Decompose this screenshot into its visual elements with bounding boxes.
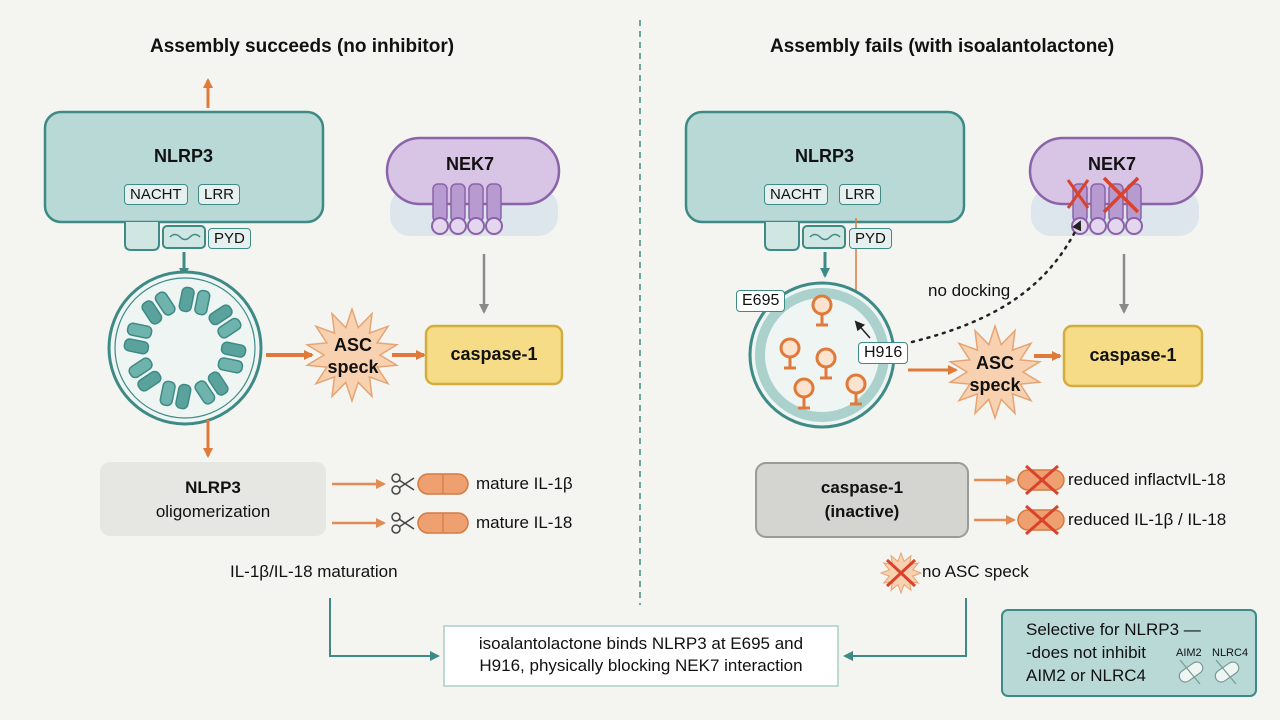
right-reduced2-label: reduced IL-1β / IL-18 — [1068, 510, 1227, 529]
left-ring-subunits — [123, 286, 247, 410]
ring-subunit — [123, 322, 153, 355]
nek7-leg — [486, 183, 502, 223]
right-nlrp3-box — [684, 110, 966, 224]
summary-line2: H916, physically blocking NEK7 interacti… — [479, 656, 803, 675]
summary-line1: isoalantolactone binds NLRP3 at E695 and — [478, 634, 804, 653]
ring-subunit — [208, 304, 242, 339]
left-asc-speck-starburst — [304, 306, 400, 404]
right-inactive-line1: caspase-1 — [820, 478, 904, 497]
selective-line1: Selective for NLRP3 — — [1026, 620, 1201, 639]
right-inactive-caspase-label: caspase-1 (inactive) — [756, 476, 968, 524]
left-caspase-label: caspase-1 — [450, 344, 538, 364]
left-nlrp3-box — [43, 110, 325, 224]
left-panel-title: Assembly succeeds (no inhibitor) — [150, 36, 455, 57]
right-nacht-chip: NACHT — [764, 184, 828, 205]
right-central-peg — [802, 225, 846, 249]
right-caspase-box — [1062, 324, 1204, 388]
nek7-leg — [1090, 183, 1106, 223]
right-no-asc-label: no ASC speck — [922, 562, 1029, 581]
left-nacht-peg — [124, 222, 160, 251]
left-lrr-chip: LRR — [198, 184, 241, 205]
left-asc-line2: speck — [327, 357, 379, 377]
right-lrr-chip: LRR — [839, 184, 882, 205]
ring-subunit — [159, 380, 192, 410]
left-oligo-line1: NLRP3 — [185, 478, 241, 497]
ligand-molecule — [793, 377, 815, 410]
ring-subunit — [128, 357, 162, 392]
ligand-molecule — [845, 373, 867, 406]
right-panel-title: Assembly fails (with isoalantolactone) — [770, 36, 1115, 57]
left-nek7-legs — [431, 183, 503, 235]
ring-subunit — [141, 291, 176, 325]
left-asc-line1: ASC — [333, 335, 372, 355]
left-pyd-chip: PYD — [208, 228, 251, 249]
right-nacht-peg — [764, 222, 800, 251]
nek7-bead — [485, 217, 503, 235]
left-product2-label: mature IL-18 — [476, 513, 573, 532]
left-caspase-box — [424, 324, 564, 386]
ligand-molecule — [779, 337, 801, 370]
right-reduced-crosses — [1025, 464, 1059, 536]
right-isoalantolactone-molecules — [779, 294, 867, 410]
nek7-bead — [1071, 217, 1089, 235]
right-nek7-block-crosses — [1066, 176, 1140, 214]
left-scissors-icons — [391, 473, 415, 534]
left-oligomerization-box — [100, 462, 326, 536]
right-e695-tag: E695 — [736, 290, 786, 312]
right-asc-speck-label: ASC speck — [960, 352, 1030, 396]
nek7-bead — [1107, 217, 1125, 235]
selective-line2: -does not inhibit — [1026, 643, 1147, 662]
ligand-molecule — [815, 347, 837, 380]
ring-subunit — [194, 371, 229, 405]
right-asc-line1: ASC — [975, 353, 1014, 373]
right-caspase-label: caspase-1 — [1089, 345, 1177, 365]
right-asc-speck-starburst — [947, 323, 1043, 421]
nek7-bead — [1089, 217, 1107, 235]
right-pyd-chip: PYD — [849, 228, 892, 249]
nlrc4-label: NLRC4 — [1212, 647, 1249, 659]
nek7-leg — [468, 183, 484, 223]
right-h916-tag: H916 — [858, 342, 909, 364]
summary-text: isoalantolactone binds NLRP3 at E695 and… — [444, 633, 838, 677]
scissors-icon — [391, 473, 415, 495]
right-nek7-label: NEK7 — [1088, 154, 1137, 174]
right-no-docking-label: no docking — [928, 281, 1011, 300]
selective-text: Selective for NLRP3 — -does not inhibit … — [1026, 618, 1201, 687]
right-summary-connector — [843, 598, 967, 661]
nek7-leg — [450, 183, 466, 223]
left-summary-connector — [329, 598, 440, 661]
left-oligo-line2: oligomerization — [155, 502, 271, 521]
summary-box — [443, 625, 839, 687]
ligand-molecule — [811, 294, 833, 327]
left-nek7-label: NEK7 — [446, 154, 495, 174]
ring-subunit — [217, 341, 247, 374]
left-product1-label: mature IL-1β — [476, 474, 573, 493]
left-maturation-label: IL-1β/IL-18 maturation — [230, 562, 398, 581]
right-nlrp3-label: NLRP3 — [795, 146, 855, 166]
aim2-label: AIM2 — [1176, 647, 1202, 659]
nek7-bead — [431, 217, 449, 235]
left-nlrp3-label: NLRP3 — [154, 146, 214, 166]
nek7-bead — [449, 217, 467, 235]
right-reduced1-label: reduced inflactvIL-18 — [1068, 470, 1226, 489]
left-nacht-chip: NACHT — [124, 184, 188, 205]
aim2-crossed-icon — [1178, 659, 1204, 685]
right-h916-pointer — [854, 320, 871, 339]
ring-subunit — [178, 286, 211, 316]
right-asc-line2: speck — [969, 375, 1021, 395]
right-no-docking-arrow — [910, 220, 1082, 344]
left-oligomerization-label: NLRP3 oligomerization — [100, 476, 326, 524]
left-asc-speck-label: ASC speck — [318, 334, 388, 378]
right-inactive-line2: (inactive) — [824, 502, 900, 521]
scissors-icon — [391, 512, 415, 534]
nlrc4-crossed-icon — [1214, 659, 1240, 685]
left-central-peg — [162, 225, 206, 249]
nek7-bead — [467, 217, 485, 235]
nek7-leg — [432, 183, 448, 223]
selective-line3: AIM2 or NLRC4 — [1026, 666, 1146, 685]
nek7-bead — [1125, 217, 1143, 235]
right-inactive-caspase-box — [755, 462, 969, 538]
